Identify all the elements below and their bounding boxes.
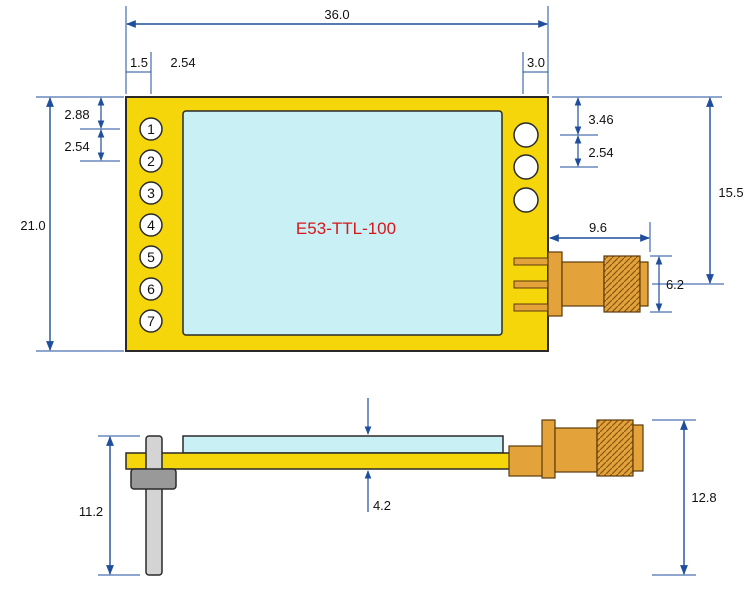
- sma-connector-side: [508, 419, 644, 479]
- model-label: E53-TTL-100: [296, 219, 396, 238]
- dim-hole-top-offset: 3.46: [588, 112, 613, 127]
- dim-first-pin-offset: 2.88: [64, 107, 89, 122]
- shield-side: [182, 435, 504, 454]
- pcb-side: [125, 452, 512, 470]
- dim-connector-length: 9.6: [589, 220, 607, 235]
- pin-4: 4: [139, 213, 163, 237]
- pin-label: 3: [147, 185, 155, 201]
- pin-7: 7: [139, 309, 163, 333]
- mounting-hole: [513, 122, 539, 148]
- dim-pin-edge-offset: 1.5: [130, 55, 148, 70]
- dim-total-height: 12.8: [691, 490, 716, 505]
- pin-label: 4: [147, 217, 155, 233]
- dim-height: 21.0: [20, 218, 45, 233]
- pin-label: 5: [147, 249, 155, 265]
- pin-2: 2: [139, 149, 163, 173]
- pin-5: 5: [139, 245, 163, 269]
- side-view: 11.2 4.2 12.8: [79, 398, 717, 576]
- pin-3: 3: [139, 181, 163, 205]
- dim-width: 36.0: [324, 7, 349, 22]
- dim-pin-height: 11.2: [79, 504, 103, 519]
- header-pin: [145, 435, 163, 576]
- dim-connector-diameter: 6.2: [666, 277, 684, 292]
- dim-connector-height: 15.5: [718, 185, 743, 200]
- dim-board-thickness: 4.2: [373, 498, 391, 513]
- sma-connector-top: [513, 251, 649, 317]
- dim-hole-pitch: 2.54: [588, 145, 613, 160]
- pin-label: 7: [147, 313, 155, 329]
- pin-label: 1: [147, 121, 155, 137]
- shield-area: [182, 110, 503, 336]
- top-view: E53-TTL-100 1 2 3 4 5 6 7 36.0 1.5: [20, 6, 744, 352]
- mounting-hole: [513, 187, 539, 213]
- header-spacer: [130, 468, 177, 490]
- pin-1: 1: [139, 117, 163, 141]
- dim-pin-pitch-vertical: 2.54: [64, 139, 89, 154]
- pin-label: 2: [147, 153, 155, 169]
- mounting-hole: [513, 154, 539, 180]
- dim-right-margin: 3.0: [527, 55, 545, 70]
- dim-pin-pitch: 2.54: [170, 55, 195, 70]
- pin-label: 6: [147, 281, 155, 297]
- pin-6: 6: [139, 277, 163, 301]
